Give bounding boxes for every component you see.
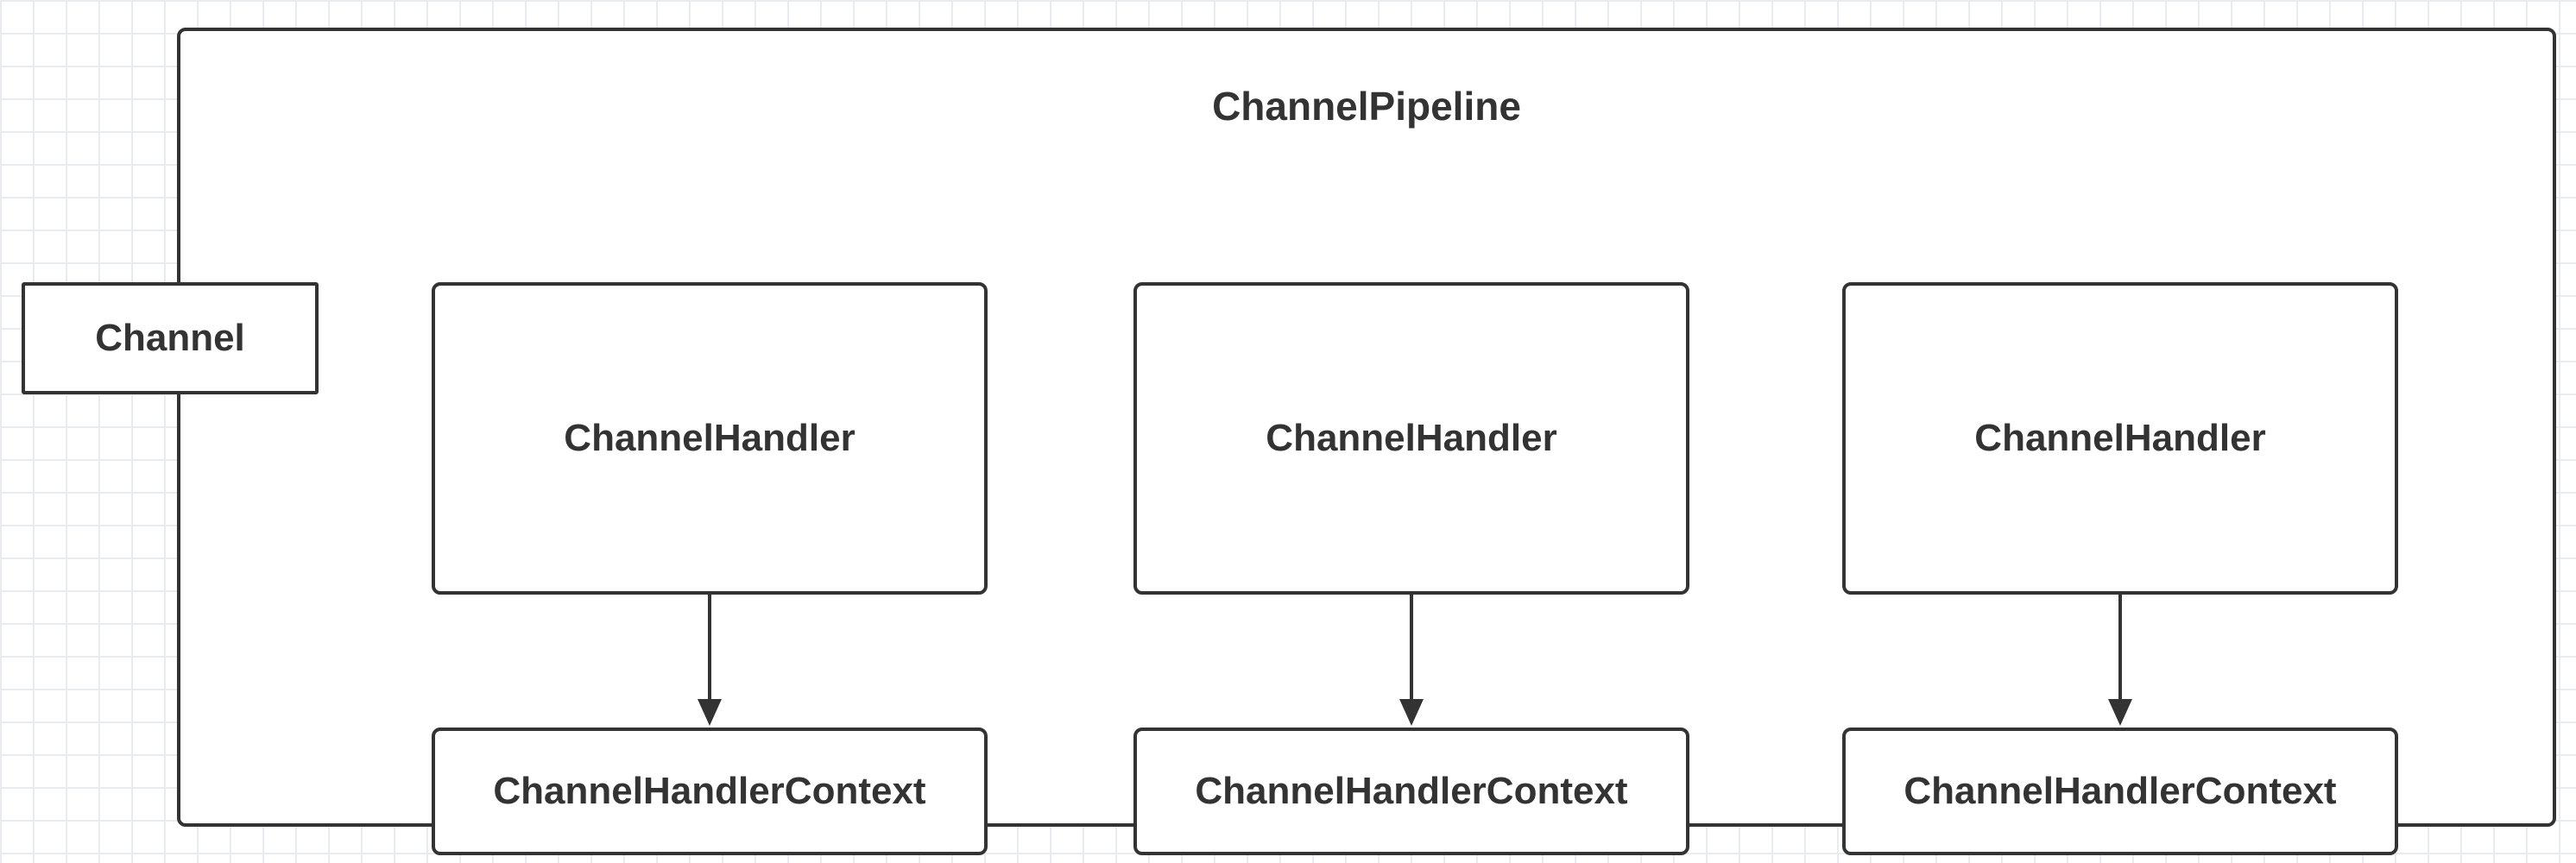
pipeline-title: ChannelPipeline	[1212, 84, 1521, 129]
channel-handler-1-label: ChannelHandler	[564, 417, 856, 459]
channel-label: Channel	[95, 317, 245, 359]
channel-handler-2[interactable]: ChannelHandler	[1133, 282, 1689, 595]
channel-handler-context-1-label: ChannelHandlerContext	[493, 770, 926, 812]
channel-handler-context-2-label: ChannelHandlerContext	[1195, 770, 1628, 812]
channel-handler-3[interactable]: ChannelHandler	[1842, 282, 2398, 595]
channel-handler-1[interactable]: ChannelHandler	[432, 282, 988, 595]
channel-handler-context-3[interactable]: ChannelHandlerContext	[1842, 728, 2398, 855]
channel-box[interactable]: Channel	[22, 282, 319, 394]
channel-handler-context-1[interactable]: ChannelHandlerContext	[432, 728, 988, 855]
channel-handler-context-2[interactable]: ChannelHandlerContext	[1133, 728, 1689, 855]
channel-handler-3-label: ChannelHandler	[1974, 417, 2266, 459]
channel-handler-2-label: ChannelHandler	[1266, 417, 1557, 459]
channel-handler-context-3-label: ChannelHandlerContext	[1904, 770, 2337, 812]
